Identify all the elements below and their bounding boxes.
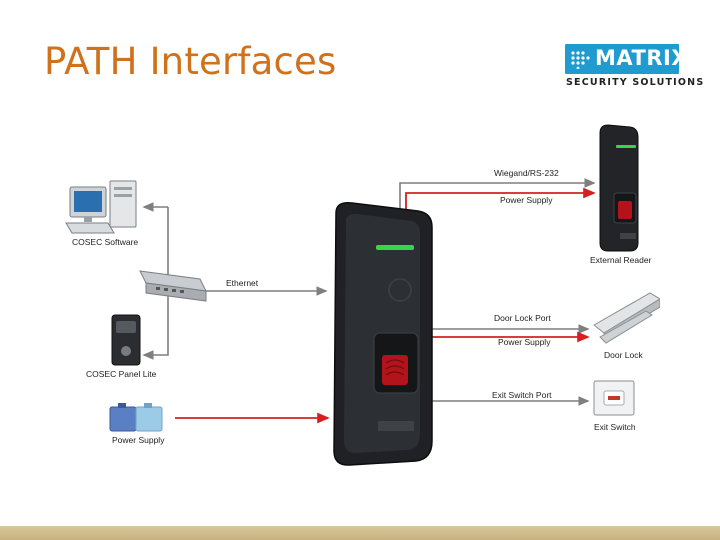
external-reader-icon [599, 124, 639, 252]
panel-lite-icon [111, 314, 141, 366]
logo-dots-icon [571, 51, 590, 69]
label-external-reader: External Reader [590, 255, 652, 265]
label-wiegand: Wiegand/RS-232 [494, 168, 559, 178]
panel-arrow [142, 290, 169, 360]
path-device [333, 201, 433, 466]
computer-icon [65, 180, 137, 234]
slide-title: PATH Interfaces [44, 40, 337, 83]
label-power-supply-reader: Power Supply [500, 195, 553, 205]
label-exit-switch: Exit Switch [594, 422, 636, 432]
door-lock-icon [593, 292, 660, 344]
logo-box: MATRIX [565, 44, 688, 74]
logo-tagline: SECURITY SOLUTIONS [566, 77, 705, 88]
ethernet-switch-icon [139, 270, 207, 302]
fingerprint-sensor [382, 355, 408, 385]
label-door-lock: Door Lock [604, 350, 643, 360]
label-cosec-software: COSEC Software [72, 237, 139, 247]
exit-switch-icon [593, 380, 635, 416]
logo-word: MATRIX [595, 46, 689, 70]
interface-diagram: COSEC Software Ethernet COSEC Panel Lite… [60, 115, 660, 495]
power-supply-icon [109, 403, 163, 432]
label-power-supply-lock: Power Supply [498, 337, 551, 347]
label-exit-switch-port: Exit Switch Port [492, 390, 552, 400]
left-bracket-lines [142, 202, 328, 360]
status-led [376, 245, 414, 250]
label-door-lock-port: Door Lock Port [494, 313, 551, 323]
label-cosec-panel-lite: COSEC Panel Lite [86, 369, 157, 379]
label-power-supply-left: Power Supply [112, 435, 165, 445]
matrix-logo: MATRIX SECURITY SOLUTIONS [565, 44, 703, 94]
wiegand-line [399, 178, 596, 214]
bottom-decor-bar [0, 526, 720, 540]
label-ethernet: Ethernet [226, 278, 259, 288]
diagram-canvas [65, 124, 660, 466]
